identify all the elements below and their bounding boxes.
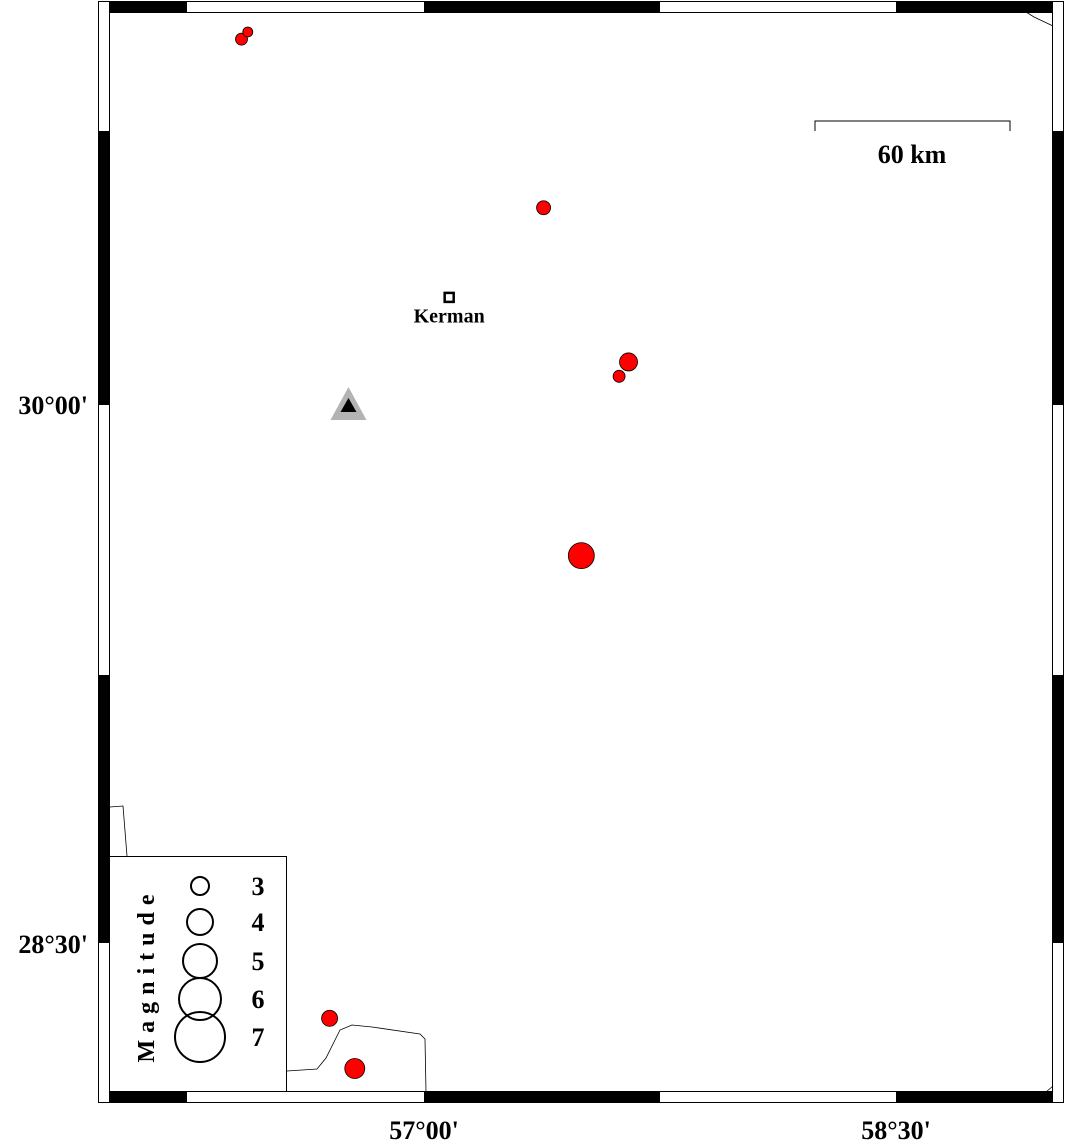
- city-label: Kerman: [414, 305, 485, 327]
- scale-bar: 60 km: [814, 120, 1011, 169]
- magnitude-legend: Magnitude 3 4 5 6 7: [109, 856, 287, 1092]
- earthquake-event: [536, 200, 551, 216]
- station-triangle-icon: [330, 387, 367, 420]
- lon-label-58-30: 58°30': [861, 1116, 931, 1141]
- coastline: [109, 11, 1054, 1093]
- legend-magnitude-label: 3: [252, 872, 265, 901]
- legend-magnitude-label: 5: [252, 947, 265, 976]
- earthquake-event: [619, 352, 638, 372]
- lat-label-30: 30°00': [18, 391, 88, 420]
- city-kerman: Kerman: [414, 291, 485, 327]
- frame-ticks: [99, 2, 1063, 1102]
- earthquake-event: [242, 26, 254, 38]
- city-square-icon: [443, 291, 455, 304]
- legend-magnitude-label: 6: [252, 985, 265, 1014]
- legend-circle-icon: [190, 876, 210, 896]
- legend-circle-icon: [178, 977, 222, 1021]
- earthquake-event: [344, 1058, 366, 1079]
- legend-title: Magnitude: [134, 887, 160, 1062]
- legend-magnitude-label: 7: [252, 1023, 265, 1052]
- earthquake-events: [235, 26, 638, 1079]
- legend-circle-icon: [186, 908, 214, 936]
- earthquake-event: [567, 542, 595, 570]
- lon-label-57: 57°00': [389, 1116, 459, 1141]
- lat-label-28-30: 28°30': [18, 930, 88, 959]
- legend-magnitude-label: 4: [252, 908, 265, 937]
- earthquake-event: [321, 1009, 339, 1027]
- earthquake-event: [612, 369, 626, 383]
- scale-bar-label: 60 km: [878, 140, 947, 169]
- legend-circle-icon: [174, 1011, 226, 1063]
- map-frame-inner: [109, 12, 1053, 1092]
